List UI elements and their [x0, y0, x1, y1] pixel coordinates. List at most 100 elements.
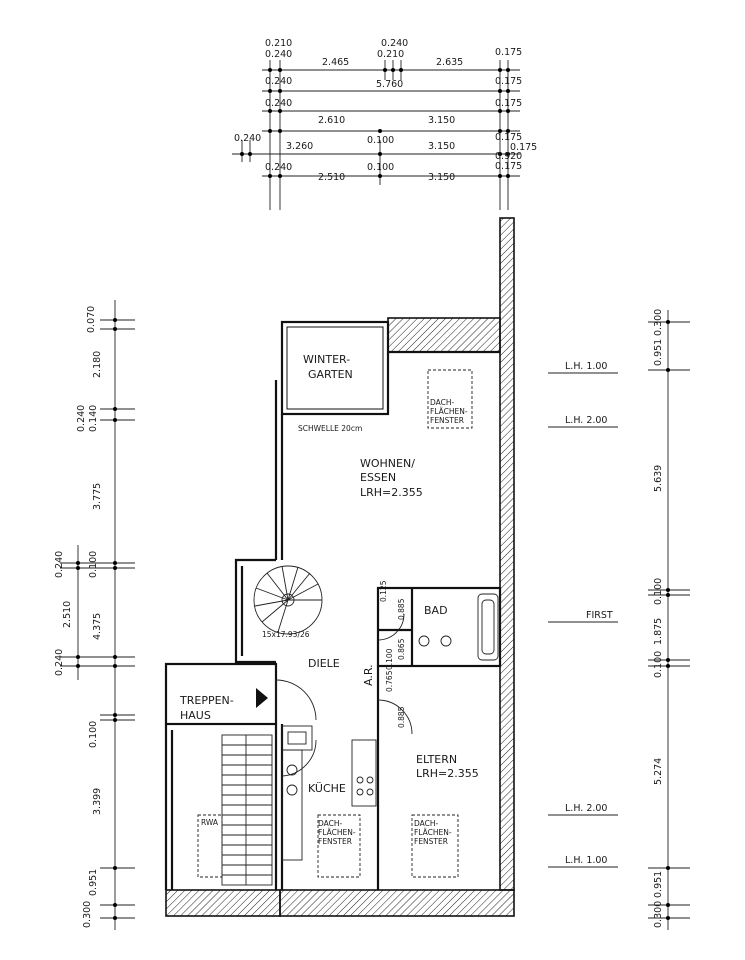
roof-window-label: FLÄCHEN- [414, 828, 452, 837]
top-dim-label: 0.175 [495, 76, 522, 87]
level-markers [548, 372, 618, 868]
spiral-stair [253, 565, 323, 635]
room-label-ar: A.R. [362, 664, 375, 686]
stair-note: 15x17.93/26 [262, 630, 310, 639]
door-swings [275, 613, 413, 777]
rwa-label: RWA [201, 818, 219, 827]
top-dim-label: 0.175 [495, 98, 522, 109]
inner-dim-label: 0.125 [379, 580, 388, 602]
right-dim-label: 0.951 [653, 339, 664, 366]
top-dim-label: 0.240 [265, 49, 292, 60]
top-dim-label: 0.210 [377, 49, 404, 60]
left-dim-label: 3.399 [92, 788, 103, 815]
top-dim-label: 0.175 [495, 132, 522, 143]
bathtub [418, 593, 499, 661]
roof-window-label: DACH- [318, 819, 343, 828]
room-label-kueche: KÜCHE [308, 782, 346, 795]
room-label-wohnen: ESSEN [360, 471, 396, 484]
room-label-treppenhaus: HAUS [180, 709, 211, 722]
room-label-diele: DIELE [308, 657, 340, 670]
room-lrh: LRH=2.355 [360, 486, 423, 499]
roof-window-label: FLÄCHEN- [430, 407, 468, 416]
straight-stair [221, 734, 273, 886]
left-dim-label: 0.240 [54, 551, 65, 578]
left-dimension-chains [60, 300, 135, 930]
top-dim-label: 0.175 [510, 142, 537, 153]
left-dim-label: 0.951 [88, 869, 99, 896]
right-dimension-labels: 0.300 0.951 5.639 0.100 1.875 0.100 5.27… [653, 309, 664, 928]
top-dim-label: 0.175 [495, 161, 522, 172]
top-dim-label: 5.760 [376, 79, 403, 90]
right-dim-label: 5.639 [653, 465, 664, 492]
room-label-wohnen: WOHNEN/ [360, 457, 415, 470]
right-dim-label: 5.274 [653, 758, 664, 785]
top-dimension-ticks [240, 68, 510, 178]
inner-dim-label: 0.885 [397, 598, 406, 620]
level-label: L.H. 2.00 [565, 415, 607, 426]
top-dim-label: 2.510 [318, 172, 345, 183]
level-label: L.H. 1.00 [565, 855, 607, 866]
right-dim-label: 0.100 [653, 578, 664, 605]
top-dim-label: 2.465 [322, 57, 349, 68]
exterior-walls [165, 217, 515, 917]
inner-dim-label: 0.765 [385, 670, 394, 692]
left-dim-label: 3.775 [92, 483, 103, 510]
left-dim-label: 0.100 [88, 721, 99, 748]
right-dim-label: 0.100 [653, 651, 664, 678]
left-dim-label: 4.375 [92, 613, 103, 640]
top-dim-label: 3.150 [428, 141, 455, 152]
right-dim-label: 0.300 [653, 901, 664, 928]
top-dim-label: 0.240 [265, 162, 292, 173]
top-dim-label: 0.210 [265, 38, 292, 49]
roof-window-label: DACH- [414, 819, 439, 828]
left-dim-label: 0.300 [82, 901, 93, 928]
left-dim-label: 0.100 [88, 551, 99, 578]
left-dim-label: 0.140 [88, 405, 99, 432]
inner-dim-label: 0.100 [385, 648, 394, 670]
top-dim-label: 2.610 [318, 115, 345, 126]
top-dim-label: 0.240 [381, 38, 408, 49]
room-label-wintergarten: GARTEN [308, 368, 353, 381]
roof-window-label: FENSTER [430, 416, 464, 425]
top-dim-label: 0.100 [367, 135, 394, 146]
top-dimension-labels: 0.210 0.240 0.240 0.210 2.465 2.635 0.17… [234, 38, 537, 183]
right-dim-label: 0.951 [653, 871, 664, 898]
left-dim-label: 2.180 [92, 351, 103, 378]
left-dim-label: 0.240 [76, 405, 87, 432]
room-label-treppenhaus: TREPPEN- [179, 694, 234, 707]
level-label: L.H. 1.00 [565, 361, 607, 372]
kitchen-block [281, 725, 377, 861]
left-dim-label: 0.070 [86, 306, 97, 333]
top-dim-label: 3.260 [286, 141, 313, 152]
roof-windows [197, 369, 473, 878]
top-dim-label: 0.920 [495, 151, 522, 162]
top-dim-label: 0.240 [265, 76, 292, 87]
room-label-bad: BAD [424, 604, 448, 617]
roof-window-label: FENSTER [318, 837, 352, 846]
top-dimension-chains [232, 60, 520, 210]
top-dim-label: 0.175 [495, 47, 522, 58]
top-dim-label: 3.150 [428, 115, 455, 126]
roof-window-label: FLÄCHEN- [318, 828, 356, 837]
level-label: L.H. 2.00 [565, 803, 607, 814]
left-dim-label: 2.510 [62, 601, 73, 628]
left-dimension-ticks [76, 318, 117, 920]
roof-window-label: DACH- [430, 398, 455, 407]
top-dim-label: 3.150 [428, 172, 455, 183]
top-dim-label: 0.240 [234, 133, 261, 144]
interior-walls [164, 320, 502, 890]
room-lrh: LRH=2.355 [416, 767, 479, 780]
level-label: FIRST [586, 610, 613, 621]
left-dim-label: 0.240 [54, 649, 65, 676]
schwelle-note: SCHWELLE 20cm [298, 424, 362, 433]
left-dimension-labels: 0.070 2.180 0.240 0.140 3.775 0.100 4.37… [54, 306, 103, 928]
right-dimension-ticks [666, 320, 670, 920]
room-label-eltern: ELTERN [416, 753, 457, 766]
top-dim-label: 0.100 [367, 162, 394, 173]
top-dim-label: 0.240 [265, 98, 292, 109]
inner-dim-label: 0.885 [397, 706, 406, 728]
inner-dim-label: 0.865 [397, 638, 406, 660]
room-label-wintergarten: WINTER- [303, 353, 350, 366]
roof-window-label: FENSTER [414, 837, 448, 846]
